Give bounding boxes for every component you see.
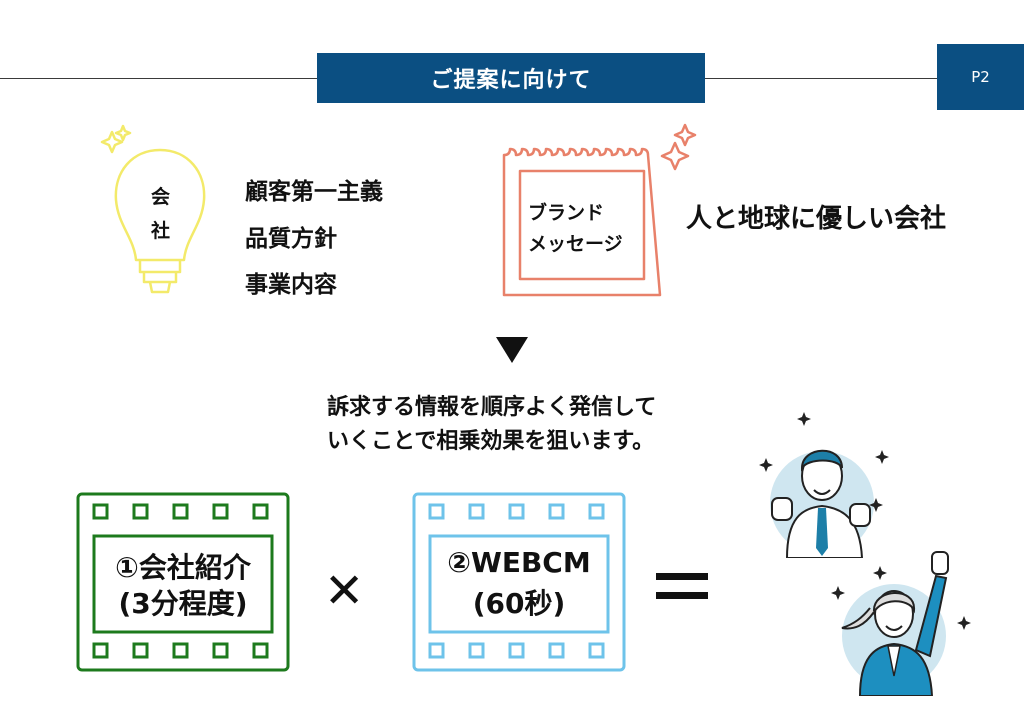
lightbulb-icon (100, 124, 206, 294)
policy-item-2: 品質方針 (245, 226, 337, 252)
stamp-line-2: メッセージ (528, 233, 623, 255)
bulb-char-2: 社 (151, 220, 171, 242)
policy-item-3: 事業内容 (245, 272, 337, 298)
film-2-line-2: (60秒) (472, 587, 566, 620)
film-1-line-2: (3分程度) (118, 587, 248, 620)
brand-message: 人と地球に優しい会社 (686, 204, 947, 234)
equals-icon (656, 573, 708, 611)
film-frame-green (76, 492, 290, 672)
header-rule-right (705, 78, 937, 79)
cheering-man-illustration (759, 412, 889, 558)
policy-item-1: 顧客第一主義 (245, 179, 383, 205)
page-title: ご提案に向けて (317, 53, 705, 103)
stamp-frame-icon (502, 123, 697, 297)
page-number: P2 (937, 44, 1024, 110)
appeal-line-2: いくことで相乗効果を狙います。 (327, 429, 655, 454)
film-2-line-1: ②WEBCM (447, 546, 591, 579)
down-arrow-icon (496, 337, 528, 363)
film-frame-blue (412, 492, 626, 672)
appeal-line-1: 訴求する情報を順序よく発信して (327, 395, 657, 420)
header-rule-left (0, 78, 317, 79)
bulb-char-1: 会 (151, 186, 171, 208)
cheering-woman-illustration (831, 551, 971, 696)
film-1-line-1: ①会社紹介 (115, 551, 251, 584)
stamp-line-1: ブランド (528, 202, 605, 224)
multiply-icon: ✕ (324, 563, 365, 619)
